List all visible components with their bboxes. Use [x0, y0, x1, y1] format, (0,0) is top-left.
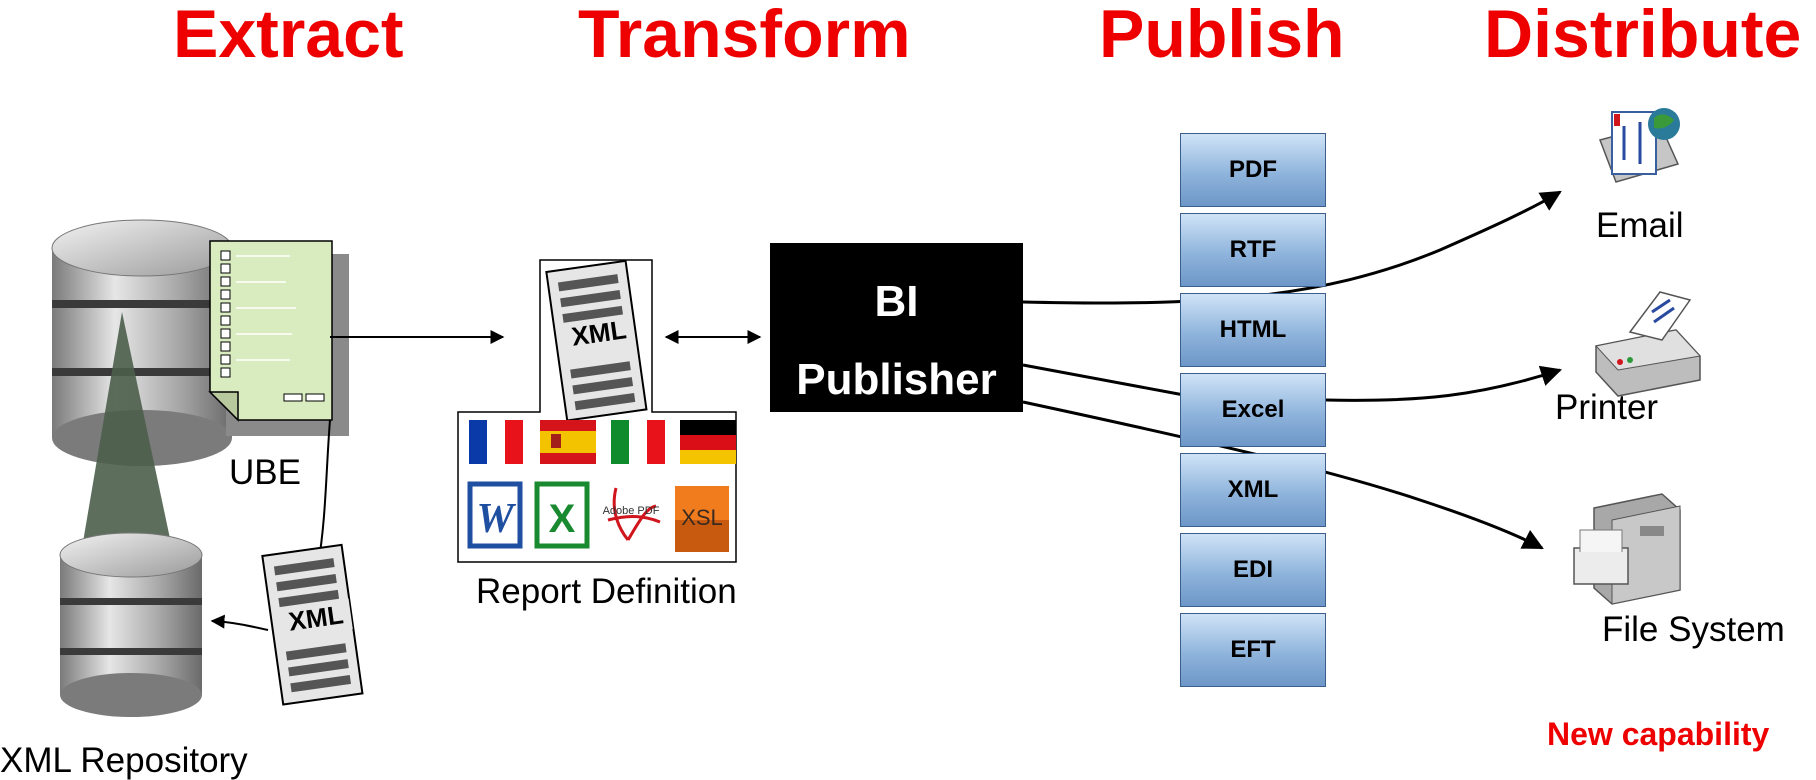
xml-to-repository-arrow: [210, 614, 269, 631]
printer-icon: [1595, 291, 1701, 397]
excel-icon: X: [534, 481, 590, 549]
heading-extract: Extract: [173, 0, 404, 72]
format-pdf: PDF: [1180, 133, 1326, 207]
xsl-label: XSL: [681, 505, 723, 530]
adobe-pdf-label: Adobe PDF: [603, 505, 660, 517]
heading-publish: Publish: [1099, 0, 1345, 72]
email-icon: [1599, 108, 1680, 183]
format-edi: EDI: [1180, 533, 1326, 607]
france-flag-icon: [469, 420, 523, 464]
adobe-pdf-icon: Adobe PDF: [603, 487, 661, 541]
xml-repository-label: XML Repository: [0, 741, 248, 780]
bi-publisher-line1: BI: [874, 277, 919, 326]
publisher-line-mid: [1022, 363, 1201, 400]
excel-to-printer-arrow: [1325, 365, 1562, 402]
xml-repository-icon: [59, 532, 203, 717]
email-label: Email: [1596, 206, 1684, 245]
ube-to-xml-connector: [317, 419, 331, 566]
format-html: HTML: [1180, 293, 1326, 367]
spain-flag-icon: [540, 420, 596, 464]
bi-publisher-box: BI Publisher: [770, 243, 1023, 412]
ube-report-icon: [208, 240, 349, 436]
italy-flag-icon: [611, 420, 665, 464]
ube-label: UBE: [229, 453, 301, 492]
heading-distribute: Distribute: [1484, 0, 1802, 72]
xsl-icon: XSL: [675, 486, 729, 552]
svg-text:W: W: [476, 496, 516, 542]
bi-publisher-line2: Publisher: [796, 355, 997, 404]
printer-label: Printer: [1555, 388, 1659, 427]
publisher-to-email-arrow: [1022, 190, 1562, 305]
publisher-to-file-system-arrow: [1022, 400, 1544, 550]
heading-transform: Transform: [578, 0, 911, 72]
report-definition-label: Report Definition: [476, 572, 737, 611]
file-cabinet-icon: [1573, 493, 1681, 605]
germany-flag-icon: [680, 420, 736, 464]
svg-text:X: X: [549, 497, 576, 541]
format-eft: EFT: [1180, 613, 1326, 687]
format-rtf: RTF: [1180, 213, 1326, 287]
file-system-label: File System: [1602, 610, 1785, 649]
light-beam-icon: [82, 312, 172, 548]
format-excel: Excel: [1180, 373, 1326, 447]
format-xml: XML: [1180, 453, 1326, 527]
word-icon: W: [467, 481, 523, 549]
new-capability-note: New capability: [1547, 716, 1770, 752]
